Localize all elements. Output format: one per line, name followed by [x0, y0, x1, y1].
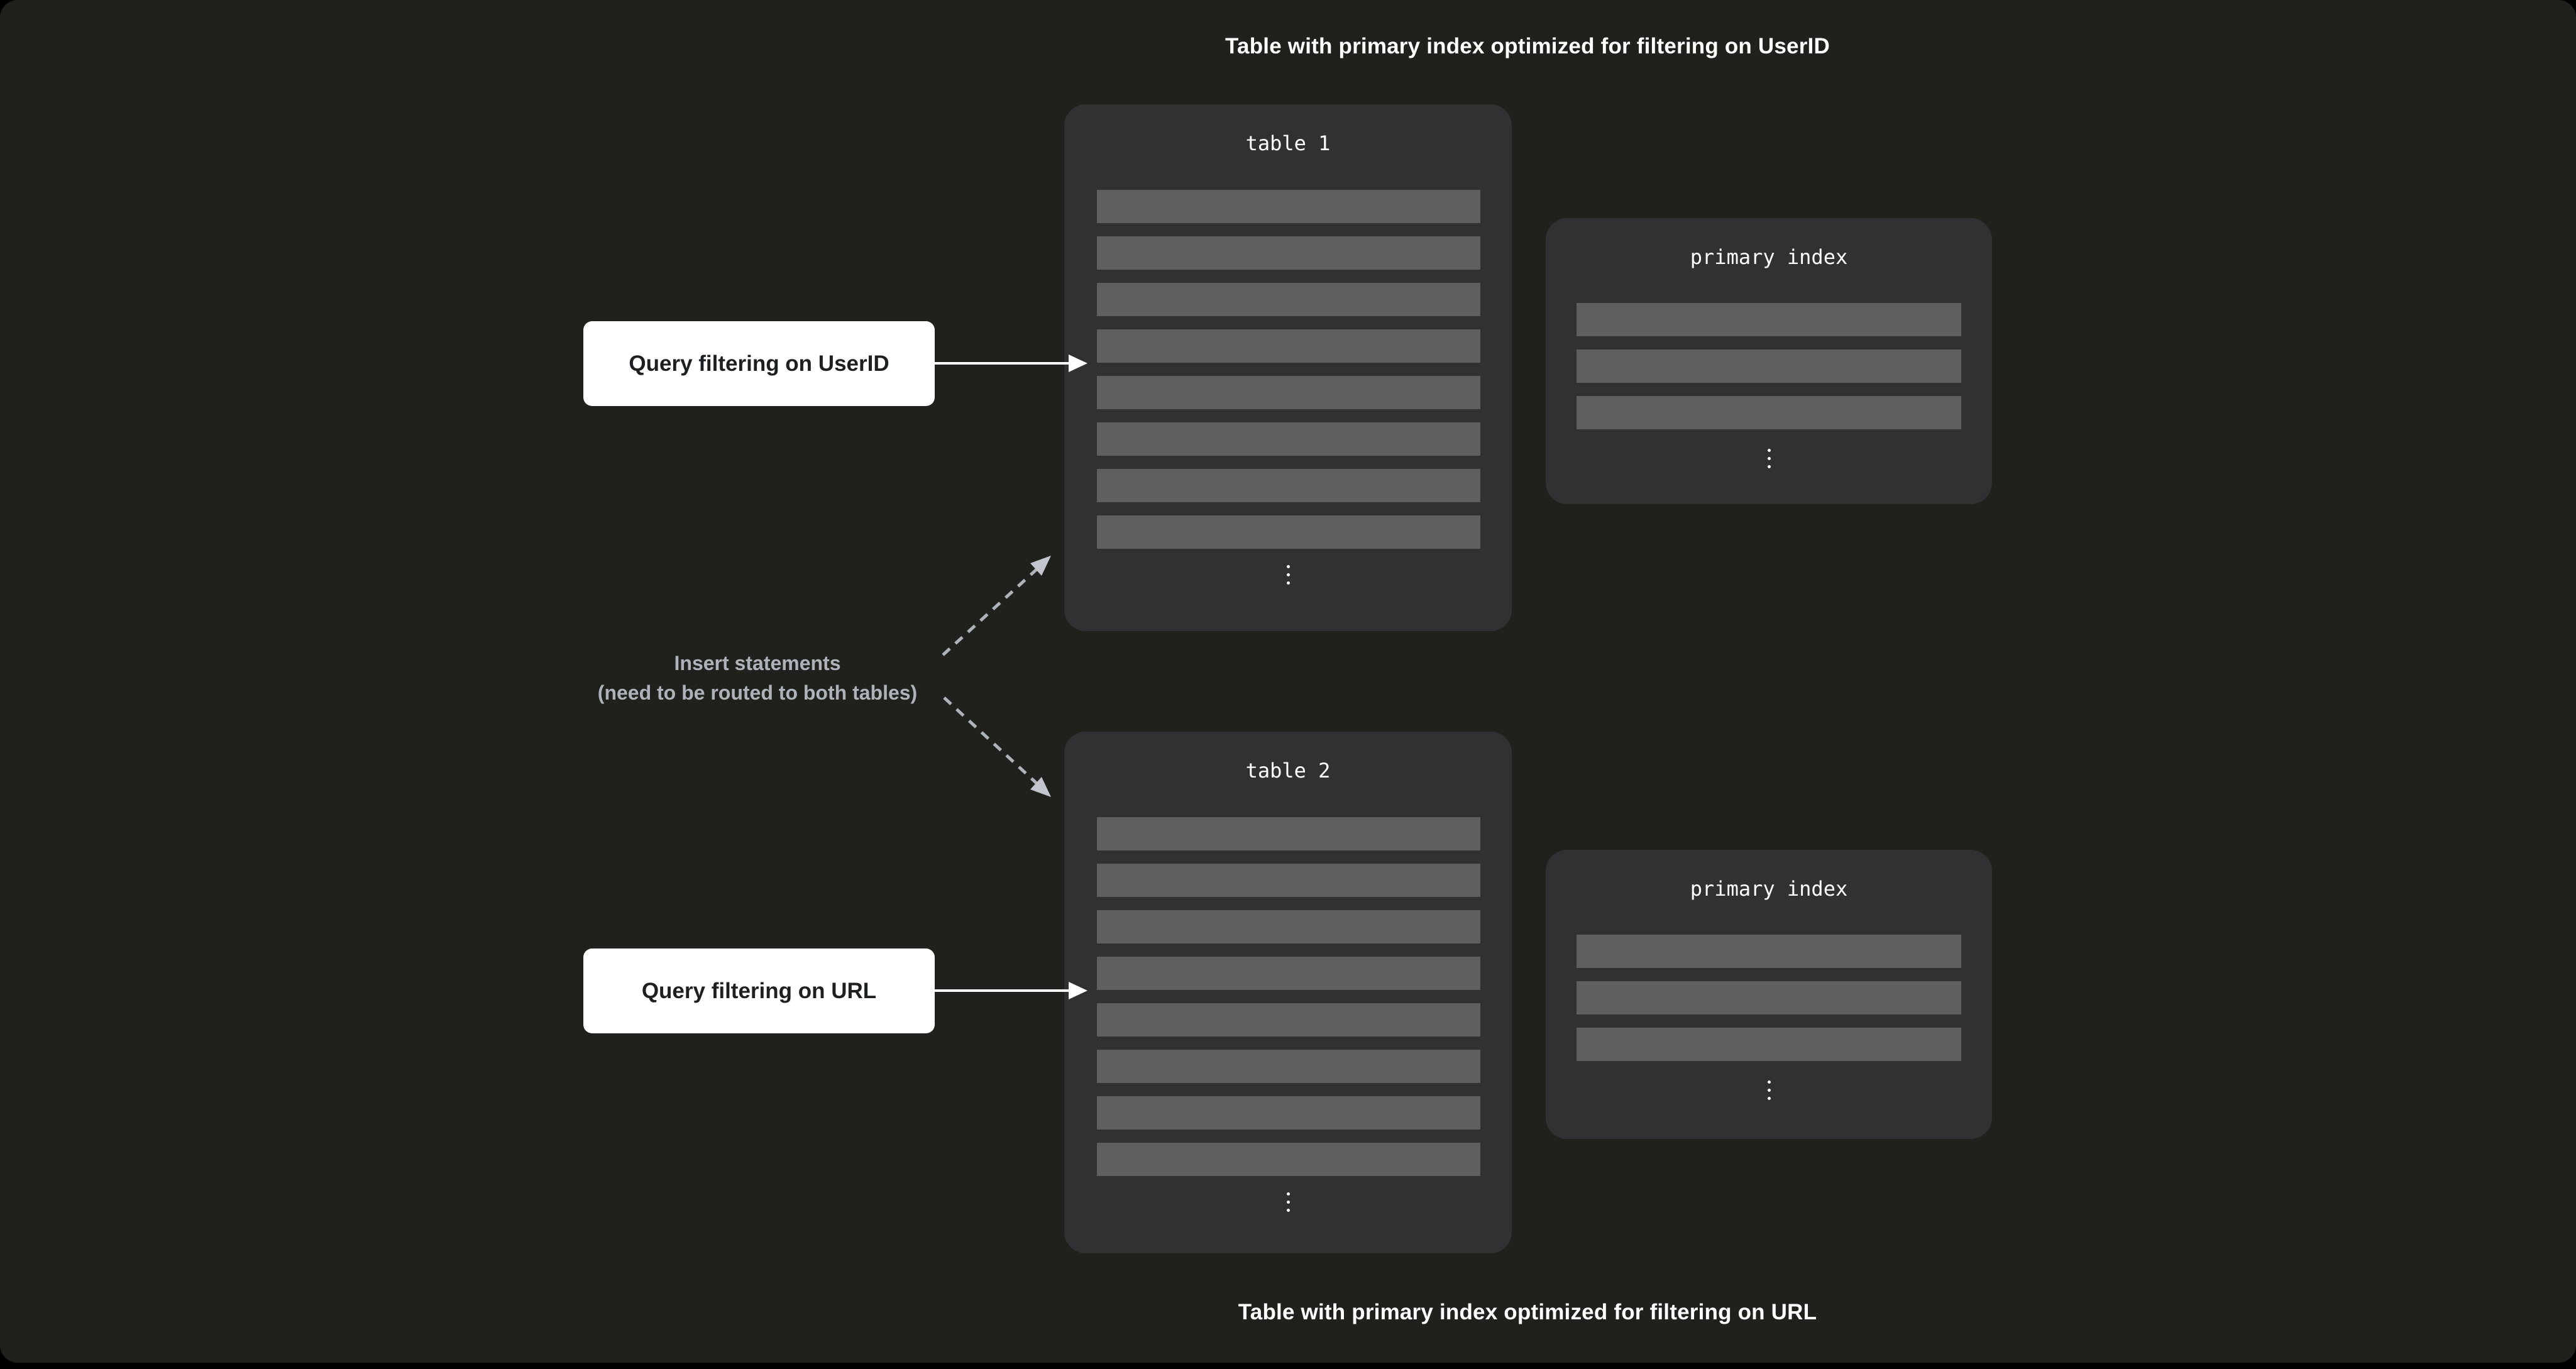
insert-note-line2: (need to be routed to both tables) [597, 681, 918, 704]
insert-arrow-table1 [942, 556, 1051, 656]
table2-title: table 2 [1245, 759, 1331, 783]
ellipsis-icon [1546, 1080, 1992, 1100]
table-row [1097, 329, 1480, 363]
table-row [1097, 283, 1480, 316]
table1-title: table 1 [1245, 131, 1331, 155]
dot [1286, 1192, 1290, 1196]
table-row [1577, 1028, 1961, 1061]
table-row [1577, 981, 1961, 1014]
caption-top: Table with primary index optimized for f… [1225, 34, 1830, 58]
table-row [1577, 396, 1961, 429]
ellipsis-icon [1064, 565, 1512, 585]
table-row [1097, 422, 1480, 456]
table-row [1097, 864, 1480, 897]
index2-title: primary index [1690, 877, 1848, 901]
caption-bottom: Table with primary index optimized for f… [1238, 1300, 1817, 1324]
index1-title: primary index [1690, 245, 1848, 269]
table1-rows [1097, 190, 1480, 562]
index1-rows [1577, 303, 1961, 443]
dot [1767, 465, 1771, 468]
table2-card: table 2 [1064, 732, 1512, 1253]
insert-note: Insert statements (need to be routed to … [569, 649, 946, 708]
query-userid-label: Query filtering on UserID [629, 351, 889, 376]
dot [1286, 1209, 1290, 1212]
table1-card: table 1 [1064, 104, 1512, 631]
table-row [1577, 303, 1961, 336]
table2-rows [1097, 817, 1480, 1189]
table-row [1577, 935, 1961, 968]
table-row [1097, 1050, 1480, 1083]
insert-arrow-table2 [943, 696, 1051, 797]
query-url-box: Query filtering on URL [583, 948, 935, 1033]
table-row [1097, 1143, 1480, 1176]
table-row [1097, 910, 1480, 943]
insert-note-line1: Insert statements [674, 652, 841, 674]
ellipsis-icon [1546, 449, 1992, 468]
dot [1767, 1097, 1771, 1100]
query-url-label: Query filtering on URL [641, 978, 877, 1003]
dot [1767, 457, 1771, 460]
table-row [1097, 236, 1480, 270]
table-row [1097, 1096, 1480, 1130]
dot [1767, 1080, 1771, 1084]
query-userid-box: Query filtering on UserID [583, 321, 935, 406]
dot [1767, 1089, 1771, 1092]
dot [1286, 581, 1290, 585]
index1-card: primary index [1546, 218, 1992, 504]
table-row [1097, 515, 1480, 549]
table-row [1097, 376, 1480, 409]
table-row [1097, 817, 1480, 850]
table-row [1097, 1003, 1480, 1036]
table-row [1097, 469, 1480, 502]
index2-card: primary index [1546, 850, 1992, 1139]
ellipsis-icon [1064, 1192, 1512, 1212]
table-row [1097, 957, 1480, 990]
dot [1767, 449, 1771, 452]
dot [1286, 573, 1290, 576]
table-row [1097, 190, 1480, 223]
dot [1286, 565, 1290, 568]
table-row [1577, 349, 1961, 383]
index2-rows [1577, 935, 1961, 1074]
dot [1286, 1201, 1290, 1204]
